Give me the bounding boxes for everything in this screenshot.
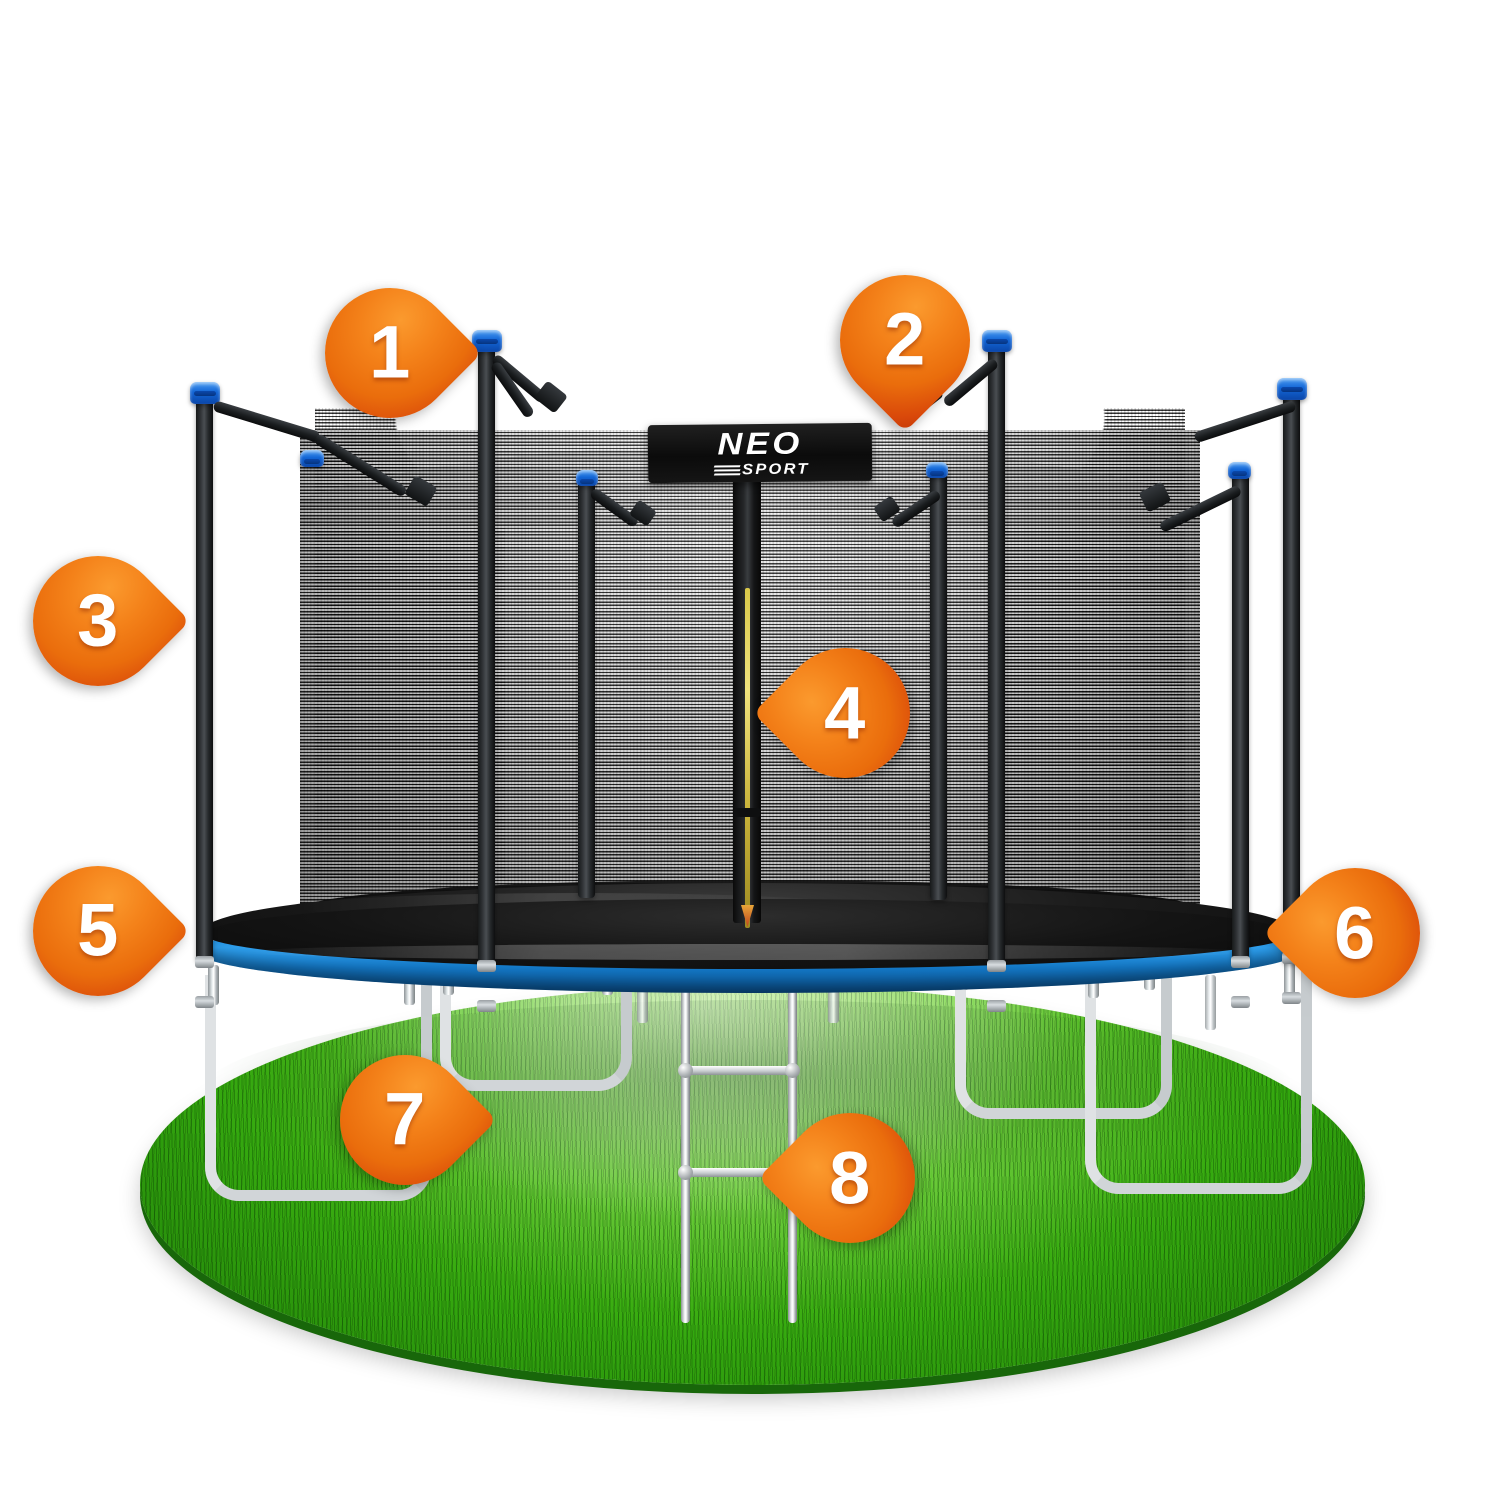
callout-number-2: 2 [884, 298, 926, 381]
callout-number-5: 5 [77, 889, 119, 972]
safety-pad-highlight [240, 944, 1250, 960]
callout-number-6: 6 [1334, 891, 1376, 974]
callout-number-1: 1 [369, 311, 411, 394]
brand-banner: NEO SPORT [647, 422, 873, 484]
pole-cap-icon [190, 382, 220, 404]
pole-cap-icon [982, 330, 1012, 352]
callout-number-4: 4 [824, 671, 866, 754]
brand-name-primary: NEO [717, 425, 803, 462]
callout-number-3: 3 [77, 579, 119, 662]
brand-name-secondary: SPORT [741, 460, 810, 479]
pole-cap-icon [1277, 378, 1307, 400]
net-entry-zipper [745, 588, 750, 928]
brand-speed-lines-icon [713, 464, 741, 475]
zipper-stop [734, 808, 760, 817]
callout-number-7: 7 [384, 1078, 426, 1161]
pole-cap-icon [472, 330, 502, 352]
callout-number-8: 8 [829, 1136, 871, 1219]
callout-marker-3[interactable]: 3 [6, 529, 190, 713]
callout-marker-5[interactable]: 5 [6, 839, 190, 1023]
